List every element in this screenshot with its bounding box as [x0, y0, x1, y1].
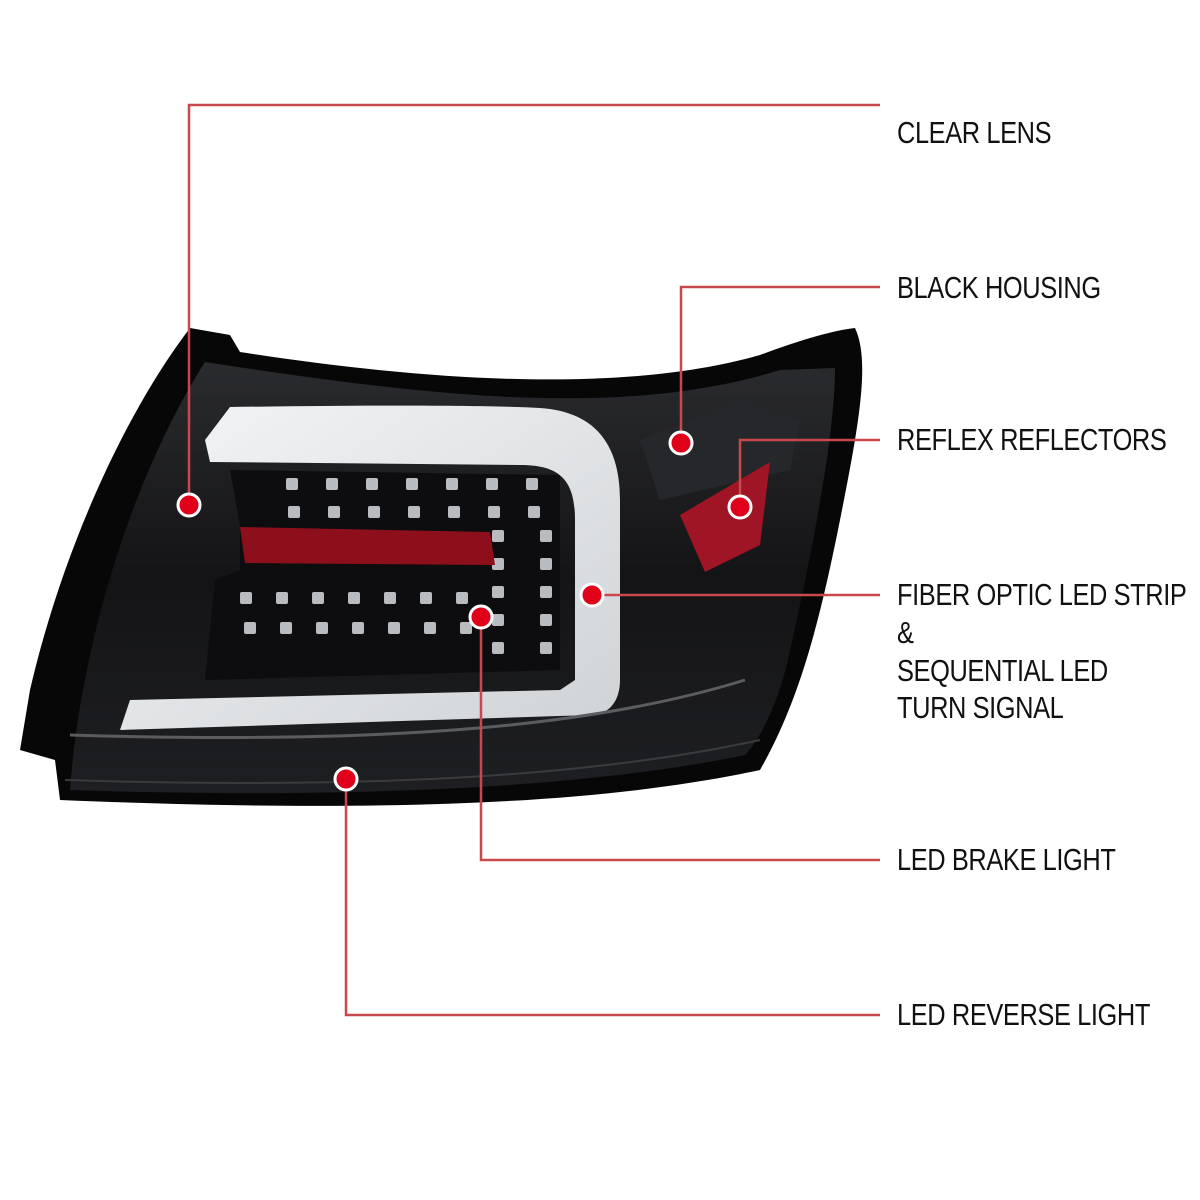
led-array [205, 470, 560, 680]
dot-reverse-light [333, 766, 359, 792]
led [540, 614, 552, 626]
label-black-housing: BLACK HOUSING [897, 270, 1101, 305]
led [286, 478, 298, 490]
label-reflex-reflectors: REFLEX REFLECTORS [897, 422, 1167, 457]
led [326, 478, 338, 490]
led [460, 622, 472, 634]
led [526, 478, 538, 490]
led [240, 592, 252, 604]
led [420, 592, 432, 604]
led [384, 592, 396, 604]
callout-dots [176, 430, 753, 792]
led [446, 478, 458, 490]
led [406, 478, 418, 490]
callout-line-black-housing [679, 285, 880, 443]
led [366, 478, 378, 490]
label-led-brake-light: LED BRAKE LIGHT [897, 842, 1116, 877]
led [492, 586, 504, 598]
fiber-optic-led-strip [120, 405, 620, 730]
dot-brake-light [468, 604, 494, 630]
led [492, 558, 504, 570]
dot-reflex-reflectors [727, 494, 753, 520]
callout-lines [187, 103, 880, 1017]
callout-line-clear-lens [187, 103, 880, 505]
led [540, 558, 552, 570]
dot-black-housing [668, 430, 694, 456]
led [328, 506, 340, 518]
led [280, 622, 292, 634]
label-fiber-optic-3: SEQUENTIAL LED [897, 653, 1108, 688]
label-fiber-optic-1: FIBER OPTIC LED STRIP [897, 577, 1187, 612]
led [348, 592, 360, 604]
lens-edge-lower [64, 739, 761, 785]
callout-line-brake-light [479, 617, 880, 862]
led [408, 506, 420, 518]
led [488, 506, 500, 518]
led [288, 506, 300, 518]
led [492, 642, 504, 654]
led [352, 622, 364, 634]
led [492, 530, 504, 542]
led [540, 530, 552, 542]
led [456, 592, 468, 604]
lens-edge-upper [69, 678, 746, 740]
callout-line-reverse-light [344, 779, 880, 1017]
label-led-reverse-light: LED REVERSE LIGHT [897, 997, 1150, 1032]
led [244, 622, 256, 634]
led [388, 622, 400, 634]
led [368, 506, 380, 518]
dot-clear-lens [176, 492, 202, 518]
led [448, 506, 460, 518]
center-reflector [240, 527, 495, 565]
callout-line-reflex-reflectors [738, 438, 880, 507]
led [276, 592, 288, 604]
led [540, 642, 552, 654]
reflex-reflector [680, 462, 770, 572]
label-fiber-optic-2: & [897, 615, 914, 650]
led [528, 506, 540, 518]
label-fiber-optic-4: TURN SIGNAL [897, 690, 1064, 725]
led [486, 478, 498, 490]
led [540, 586, 552, 598]
led [424, 622, 436, 634]
label-clear-lens: CLEAR LENS [897, 115, 1052, 150]
led-panel [205, 470, 560, 680]
led [316, 622, 328, 634]
led [312, 592, 324, 604]
dot-fiber-optic [579, 582, 605, 608]
led [492, 614, 504, 626]
